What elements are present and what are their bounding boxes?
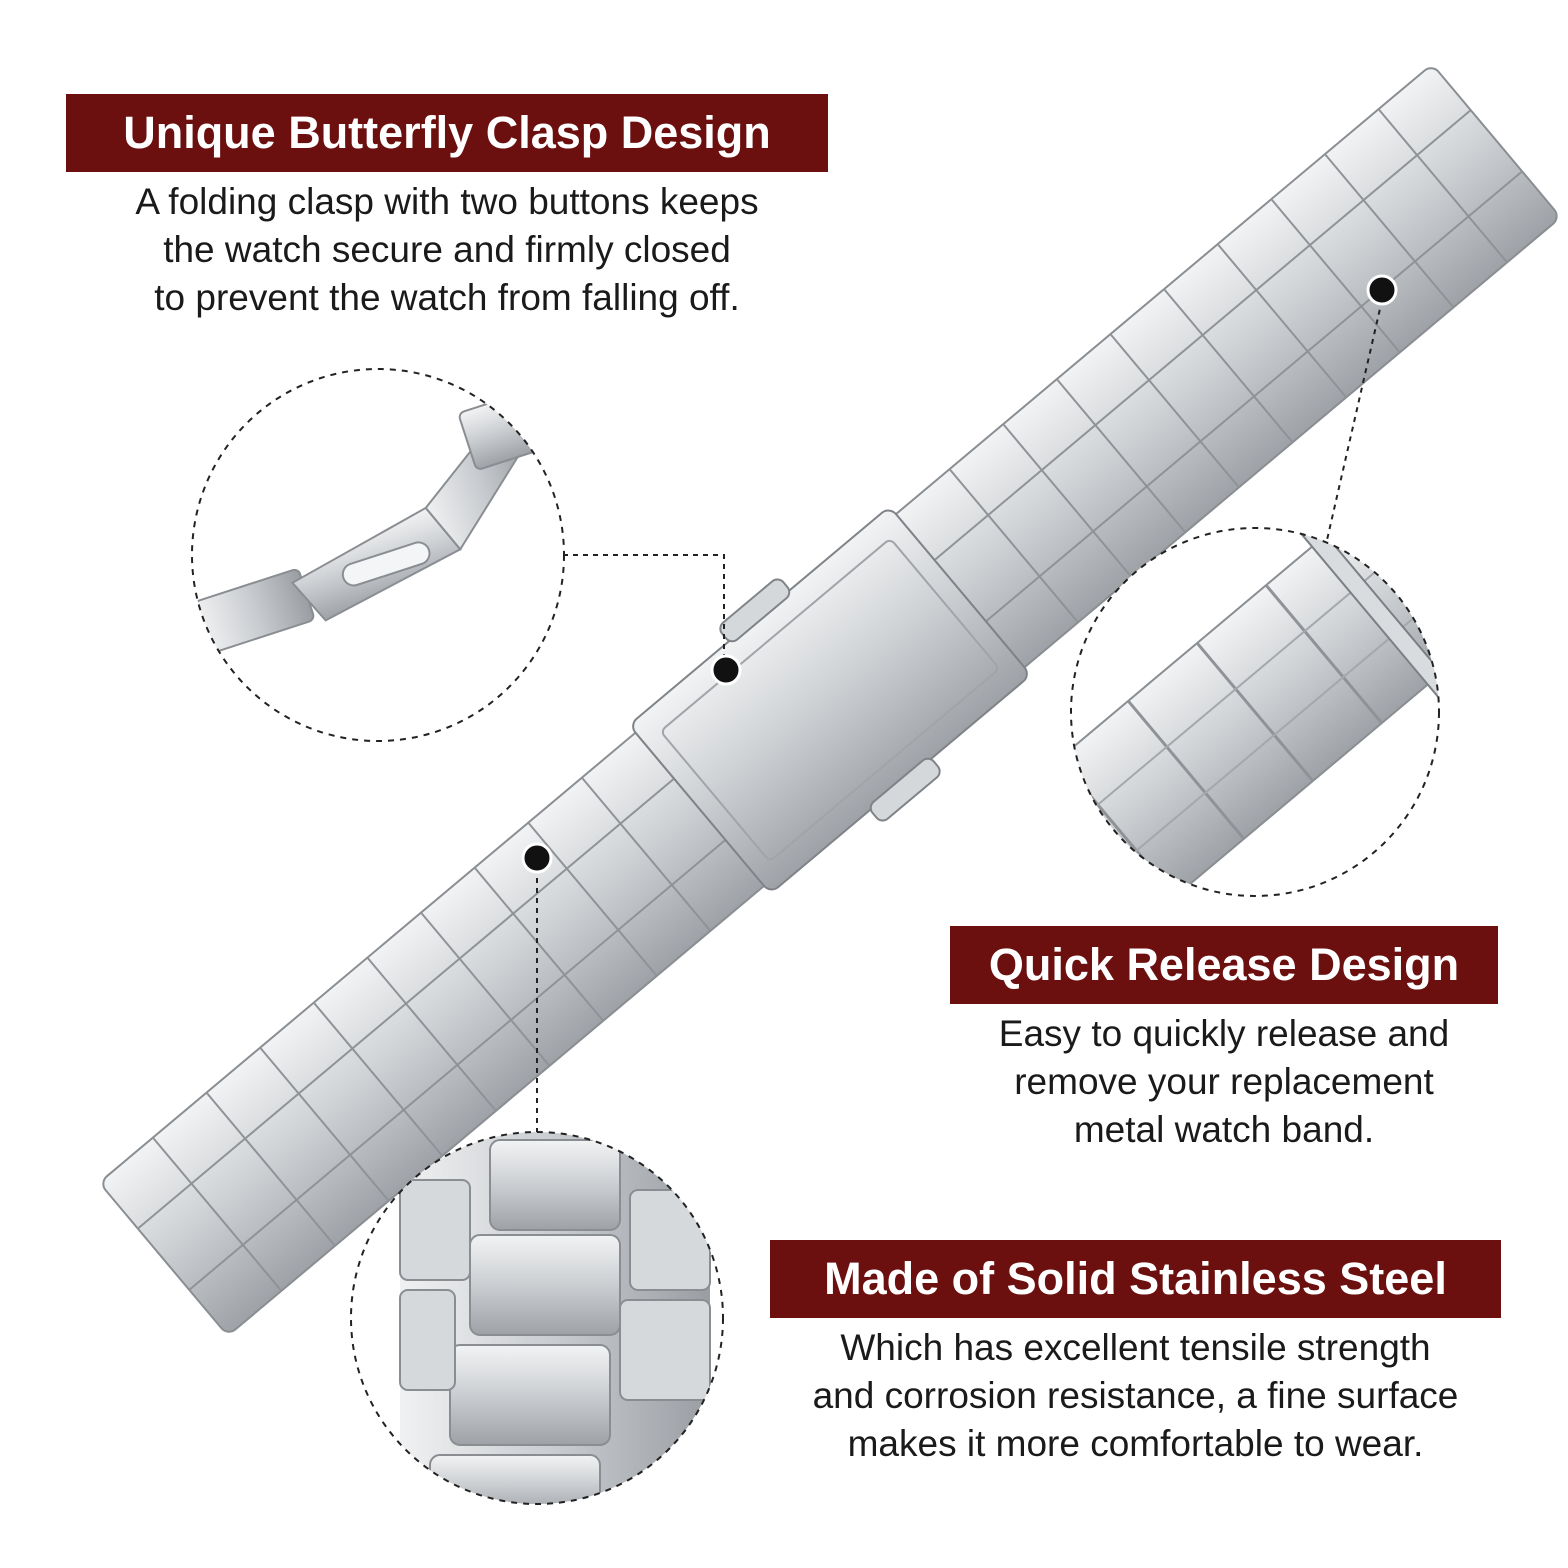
quick-release-pin-closeup-icon [1070, 527, 1440, 897]
links-dot-icon [521, 842, 553, 874]
clasp-desc-line-3: to prevent the watch from falling off. [154, 277, 740, 318]
steel-links-closeup-icon [350, 1131, 724, 1505]
quick-release-desc-line-3: metal watch band. [1073, 1109, 1375, 1150]
quick-release-feature-description: Easy to quickly release and remove your … [950, 1010, 1498, 1154]
stainless-steel-feature-description: Which has excellent tensile strength and… [770, 1324, 1501, 1468]
clasp-desc-line-2: the watch secure and firmly closed [163, 229, 731, 270]
clasp-desc-line-1: A folding clasp with two buttons keeps [135, 181, 759, 222]
folding-clasp-closeup-icon [191, 368, 565, 742]
watch-band [102, 67, 1558, 1333]
quick-release-desc-line-2: remove your replacement [1014, 1061, 1434, 1102]
quick-release-feature-title: Quick Release Design [950, 926, 1498, 1004]
stainless-desc-line-1: Which has excellent tensile strength [840, 1327, 1431, 1368]
clasp-dot-icon [710, 654, 742, 686]
stainless-steel-feature-title: Made of Solid Stainless Steel [770, 1240, 1501, 1318]
clasp-feature-title: Unique Butterfly Clasp Design [66, 94, 828, 172]
clasp-body [632, 509, 1028, 891]
quick-release-desc-line-1: Easy to quickly release and [998, 1013, 1450, 1054]
clasp-feature-description: A folding clasp with two buttons keeps t… [66, 178, 828, 322]
quick-release-dot-icon [1366, 274, 1398, 306]
stainless-desc-line-2: and corrosion resistance, a fine surface [812, 1375, 1459, 1416]
stainless-desc-line-3: makes it more comfortable to wear. [847, 1423, 1424, 1464]
